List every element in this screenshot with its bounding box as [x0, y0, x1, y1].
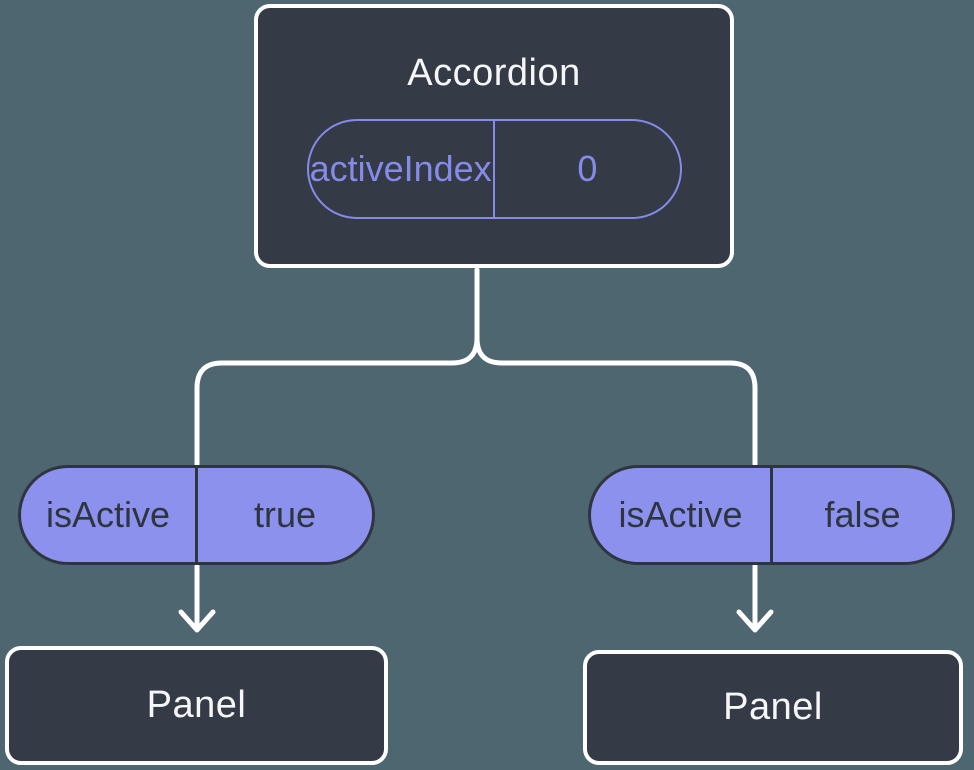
prop-pill-name: isActive: [618, 494, 743, 535]
panel-node-left: Panel: [5, 646, 388, 765]
branch-left-line: [194, 267, 480, 467]
state-pill-value: 0: [577, 147, 598, 189]
branch-right-line: [474, 267, 758, 467]
pill-divider: [492, 120, 496, 217]
state-pill-name: activeIndex: [309, 147, 492, 189]
pill-divider: [770, 468, 773, 562]
state-pill-activeindex: activeIndex 0: [306, 118, 682, 219]
prop-pill-name: isActive: [45, 494, 171, 535]
panel-node-title: Panel: [146, 683, 247, 726]
arrow-left-head-icon: [178, 609, 216, 633]
panel-node-title: Panel: [723, 685, 823, 728]
accordion-node-title: Accordion: [407, 52, 581, 95]
arrow-right-head-icon: [736, 609, 774, 633]
panel-node-right: Panel: [583, 650, 963, 765]
prop-pill-value: false: [824, 494, 901, 535]
accordion-node: Accordion activeIndex 0: [254, 4, 734, 268]
prop-pill-value: true: [253, 494, 317, 535]
prop-pill-left-isactive: isActive true: [18, 465, 375, 565]
pill-divider: [195, 468, 198, 562]
prop-pill-right-isactive: isActive false: [588, 465, 955, 565]
